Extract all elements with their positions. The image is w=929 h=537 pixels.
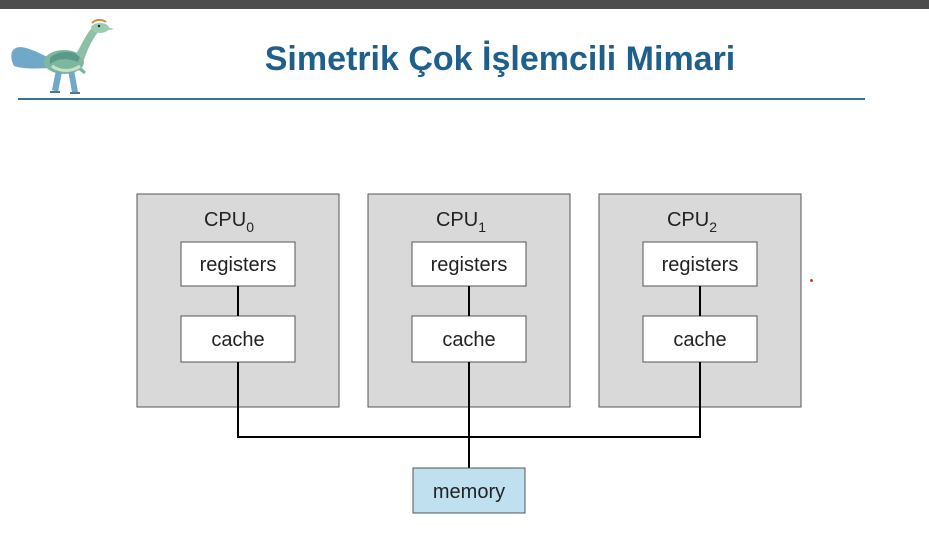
dinosaur-icon: [11, 18, 114, 94]
registers-box: [411, 241, 527, 287]
cache-label: cache: [442, 329, 495, 351]
memory-label: memory: [433, 481, 505, 503]
system-bus: [237, 362, 701, 468]
cpu-label: CPU1: [436, 209, 486, 235]
memory-box: [412, 467, 526, 514]
registers-label: registers: [662, 254, 739, 276]
cache-label: cache: [673, 329, 726, 351]
slide-title: Simetrik Çok İşlemcili Mimari: [264, 40, 736, 78]
registers-label: registers: [200, 254, 277, 276]
cpu-label: CPU0: [204, 209, 254, 235]
cache-box: [642, 315, 758, 363]
title-underline: [18, 98, 865, 100]
top-bar: [0, 0, 929, 9]
stray-mark: [810, 279, 813, 282]
registers-box: [642, 241, 758, 287]
registers-label: registers: [431, 254, 508, 276]
cache-label: cache: [211, 329, 264, 351]
cache-box: [411, 315, 527, 363]
cpu-label: CPU2: [667, 209, 717, 235]
